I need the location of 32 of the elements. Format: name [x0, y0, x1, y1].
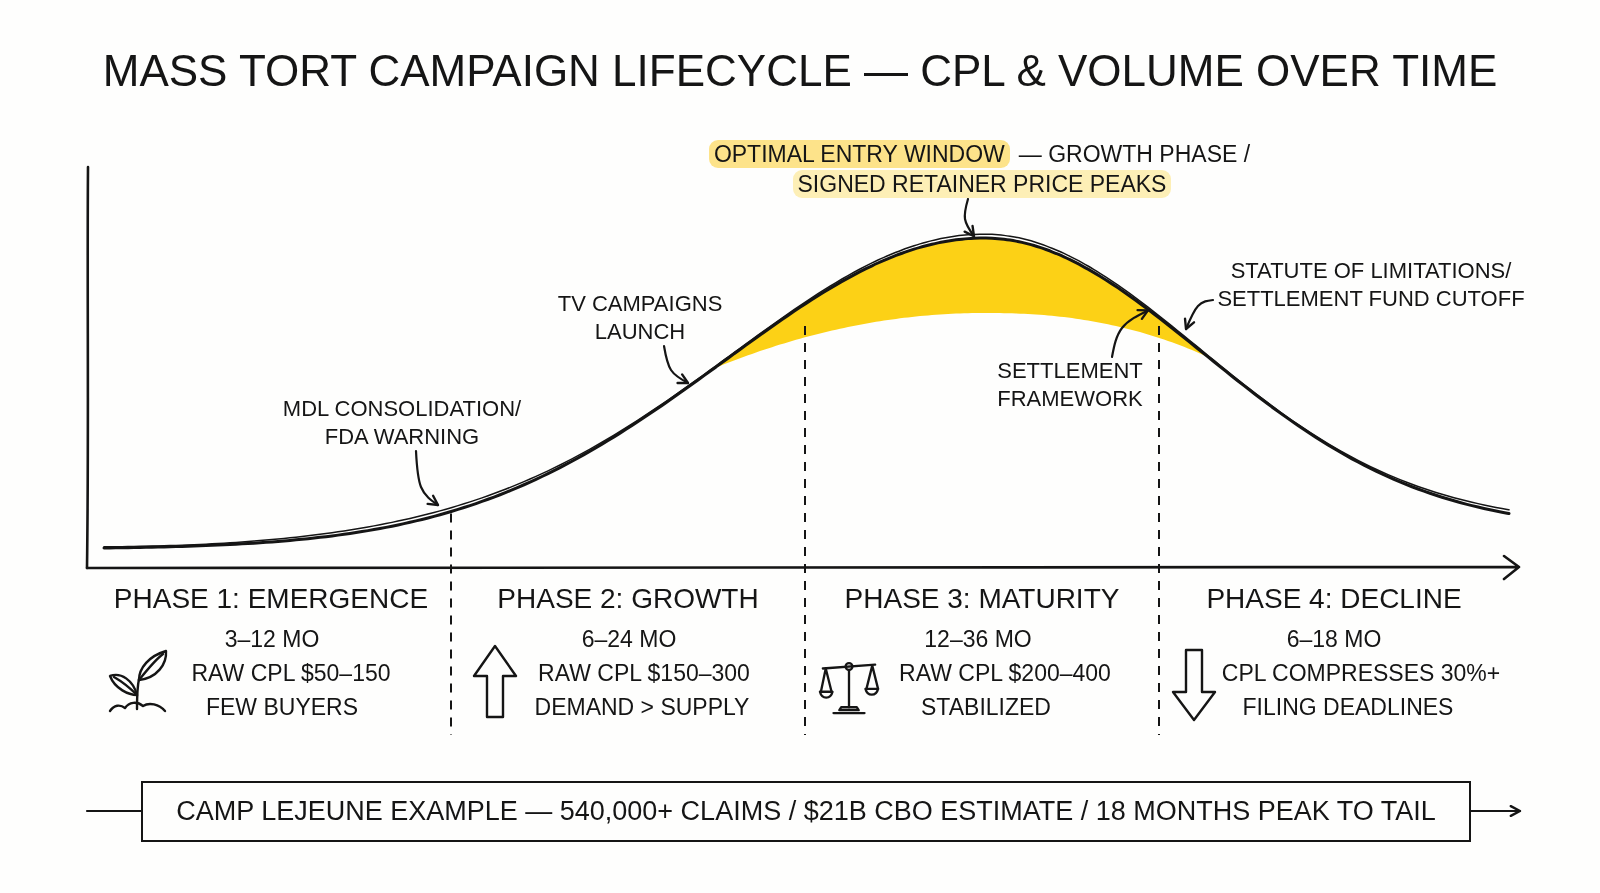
phase-heading: PHASE 3: MATURITY: [844, 583, 1120, 616]
annotation-text: STATUTE OF LIMITATIONS/ SETTLEMENT FUND CUTOFF: [1216, 257, 1526, 313]
leader-arrow: [414, 449, 440, 507]
title: MASS TORT CAMPAIGN LIFECYCLE — CPL & VOLUME OVER TIME: [102, 45, 1498, 97]
leader-arrow: [963, 197, 976, 238]
phase-detail: DEMAND > SUPPLY: [534, 694, 750, 721]
example-banner: [141, 781, 1471, 842]
phase-detail: RAW CPL $150–300: [538, 660, 750, 687]
leader-arrow: [1183, 298, 1215, 331]
phase-detail: FILING DEADLINES: [1242, 694, 1454, 721]
phase-detail: 12–36 MO: [924, 626, 1032, 653]
leader-arrow: [1110, 308, 1150, 359]
phase-detail: STABILIZED: [921, 694, 1051, 721]
phase-detail: 6–18 MO: [1286, 626, 1382, 653]
annotation-text: MDL CONSOLIDATION/ FDA WARNING: [281, 395, 523, 451]
phase-heading: PHASE 2: GROWTH: [497, 583, 759, 616]
phase-detail: RAW CPL $50–150: [191, 660, 391, 687]
phase-detail: 6–24 MO: [581, 626, 677, 653]
phase-heading: PHASE 4: DECLINE: [1206, 583, 1462, 616]
annotation-text: — GROWTH PHASE /: [1017, 140, 1252, 168]
phase-detail: CPL COMPRESSES 30%+: [1221, 660, 1501, 687]
annotation-text: TV CAMPAIGNS LAUNCH: [556, 290, 724, 346]
highlighted-text: OPTIMAL ENTRY WINDOW: [708, 140, 1010, 168]
phase-detail: 3–12 MO: [224, 626, 320, 653]
highlighted-text: SIGNED RETAINER PRICE PEAKS: [792, 170, 1172, 198]
banner-text: CAMP LEJEUNE EXAMPLE — 540,000+ CLAIMS / $21B CBO ESTIMATE / 18 MONTHS PEAK TO TAIL: [176, 796, 1436, 827]
connector-line: [85, 809, 143, 813]
leader-arrow: [662, 344, 690, 385]
phase-detail: RAW CPL $200–400: [899, 660, 1111, 687]
phase-detail: FEW BUYERS: [205, 694, 359, 721]
annotation-text: SETTLEMENT FRAMEWORK: [996, 357, 1144, 413]
phase-heading: PHASE 1: EMERGENCE: [113, 583, 429, 616]
